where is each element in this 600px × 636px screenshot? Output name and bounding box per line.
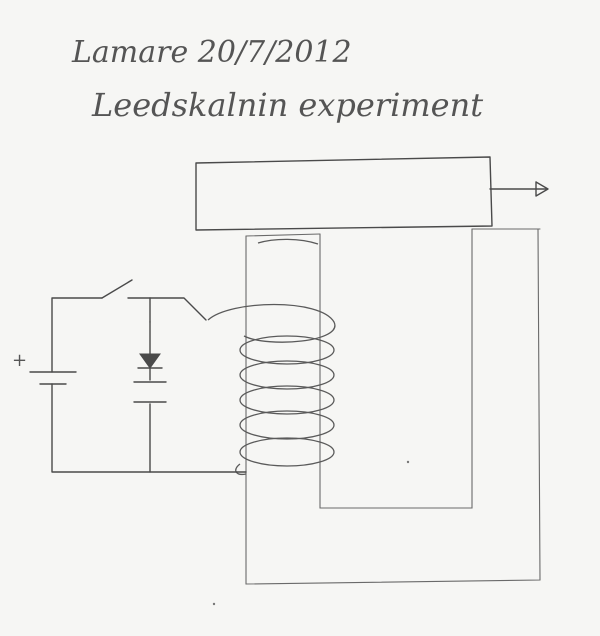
switch-lever xyxy=(101,279,133,299)
coil xyxy=(207,238,336,476)
author-date-text: Lamare 20/7/2012 xyxy=(71,35,352,70)
keeper-bar xyxy=(195,156,493,231)
wiring xyxy=(51,279,247,473)
pencil-dot xyxy=(212,602,216,606)
battery-plus-label: + xyxy=(12,350,27,371)
title-text: Leedskalnin experiment xyxy=(91,86,483,124)
capacitor xyxy=(133,381,167,403)
u-core xyxy=(245,228,541,585)
diode xyxy=(137,321,163,381)
pull-arrow xyxy=(489,181,549,197)
battery: + xyxy=(12,350,77,385)
pencil-dot xyxy=(406,460,410,464)
